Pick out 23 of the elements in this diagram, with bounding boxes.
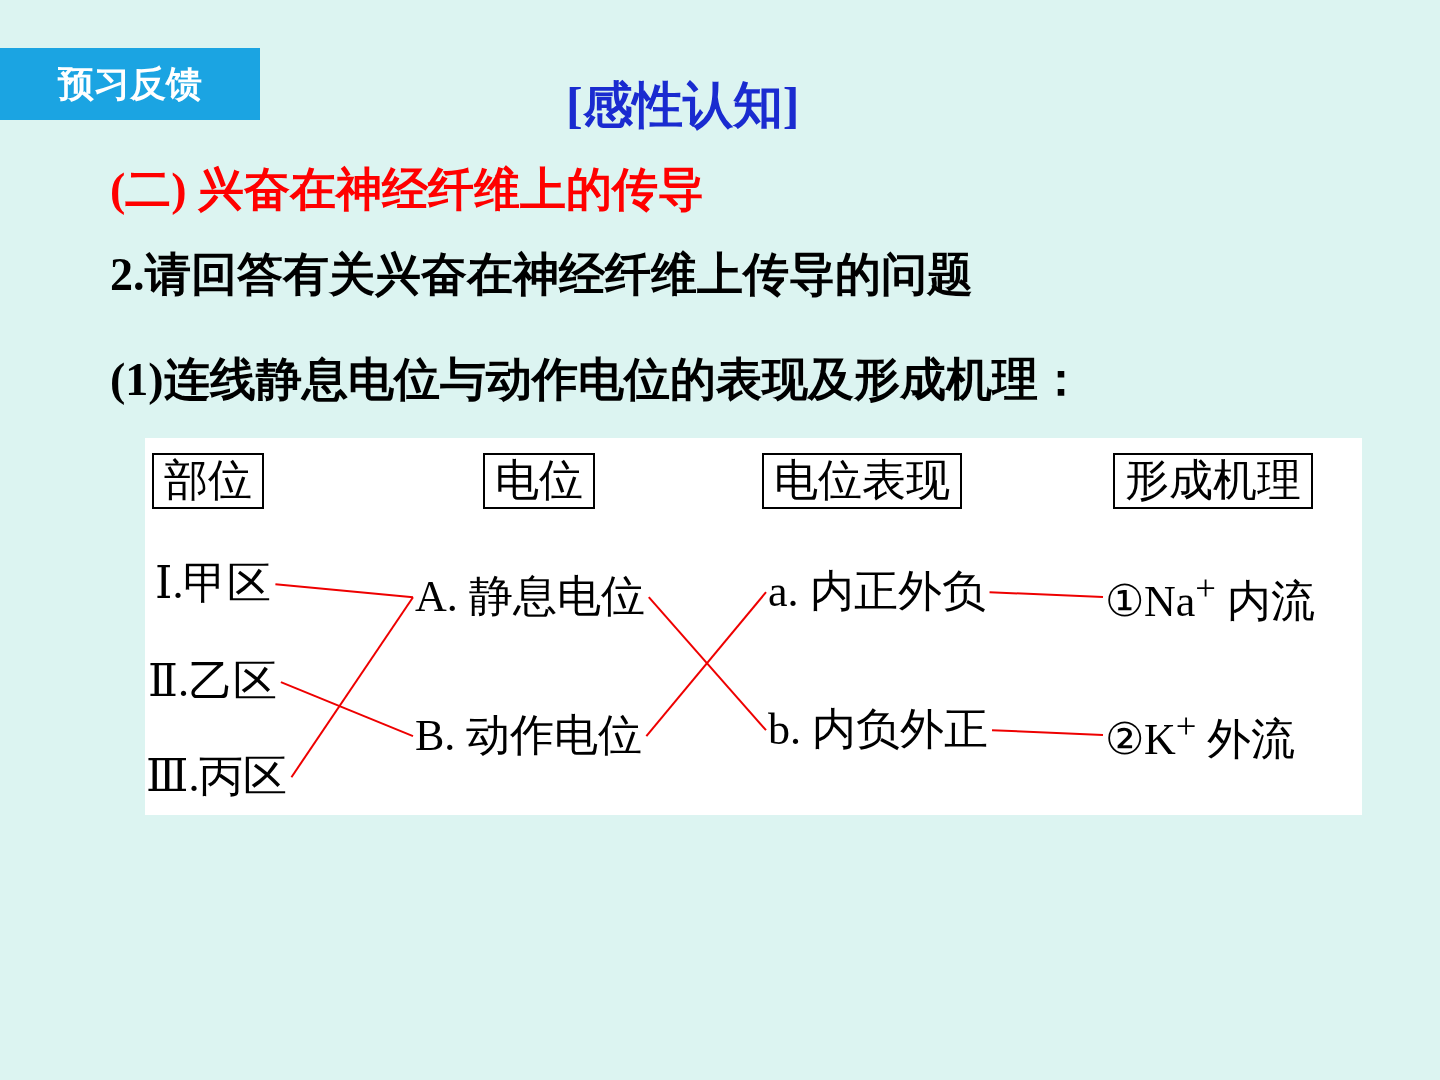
connecting-line [988, 591, 1104, 598]
column-header-box: 电位 [483, 453, 595, 510]
question-text: 2.请回答有关兴奋在神经纤维上传导的问题 [110, 250, 973, 301]
option-text: ②K$^{+}$ 外流 [1105, 706, 1296, 765]
column-header-box: 形成机理 [1113, 453, 1313, 510]
option-text: Ⅰ.甲区 [155, 560, 272, 609]
column-header-box: 电位表现 [762, 453, 962, 510]
column-header-box: 部位 [152, 453, 264, 510]
option-text: a. 内正外负 [768, 568, 986, 617]
connecting-line [991, 729, 1104, 736]
connecting-line [274, 583, 414, 599]
connecting-line [290, 596, 414, 779]
section-title: [感性认知] [566, 78, 800, 133]
connecting-line [279, 681, 414, 738]
section-heading: (二) 兴奋在神经纤维上的传导 [110, 165, 705, 216]
option-text: ①Na$^{+}$ 内流 [1105, 568, 1315, 627]
instruction-text: (1)连线静息电位与动作电位的表现及形成机理： [110, 355, 1084, 406]
option-text: Ⅲ.丙区 [146, 753, 288, 802]
option-text: B. 动作电位 [415, 712, 643, 761]
tab-label: 预习反馈 [0, 48, 260, 120]
option-text: A. 静息电位 [415, 573, 645, 622]
option-text: b. 内负外正 [768, 706, 988, 755]
option-text: Ⅱ.乙区 [148, 658, 277, 707]
